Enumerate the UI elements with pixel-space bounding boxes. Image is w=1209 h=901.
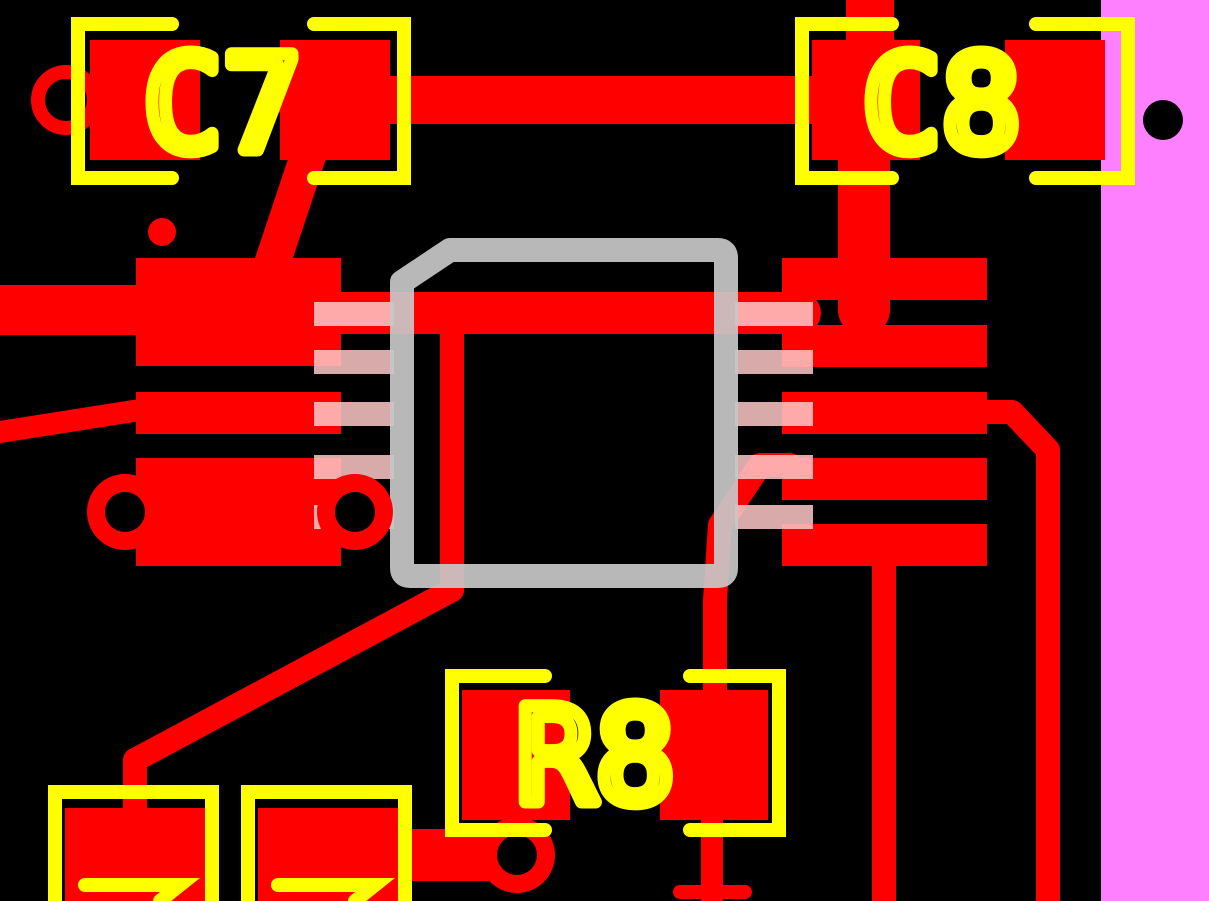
drill-edge-right xyxy=(1143,100,1183,140)
pad-c7-1[interactable] xyxy=(90,40,200,160)
pad-right-2[interactable] xyxy=(782,325,987,367)
drill-left-lower xyxy=(105,492,145,532)
pad-left-3[interactable] xyxy=(136,458,341,566)
silk-bottom-label-1 xyxy=(78,878,200,901)
board-edge-strip xyxy=(1101,0,1209,901)
pad-right-5[interactable] xyxy=(782,524,987,566)
trace-left-thin[interactable] xyxy=(0,399,151,443)
pad-r8-2[interactable] xyxy=(660,690,768,820)
pad-right-1[interactable] xyxy=(782,258,987,300)
silk-c7-right xyxy=(307,17,411,185)
ic-pin-right-4 xyxy=(735,455,813,479)
designator-c7: C7 xyxy=(143,28,302,182)
pad-c8-1[interactable] xyxy=(812,40,920,160)
ic-pin-right-5 xyxy=(735,505,813,529)
pad-left-1[interactable] xyxy=(136,258,341,366)
designator-c8: C8 xyxy=(862,28,1021,182)
via-c7-left[interactable] xyxy=(31,65,101,135)
silk-c8-right xyxy=(1029,17,1135,185)
ic-pin-right-2 xyxy=(735,350,813,374)
pad-right-4[interactable] xyxy=(782,458,987,500)
ic-pin-right-3 xyxy=(735,402,813,426)
pad-r8-1[interactable] xyxy=(462,690,570,820)
designator-r8: R8 xyxy=(516,680,675,834)
ic-body-outline[interactable] xyxy=(390,238,738,588)
copper-pads xyxy=(65,40,1105,901)
silk-bottom-2 xyxy=(241,785,412,901)
ic-pin-right-1 xyxy=(735,302,813,326)
trace-diag-bottom-left[interactable] xyxy=(123,578,464,842)
drill-mid-lower xyxy=(335,492,375,532)
trace-c7-diag[interactable] xyxy=(252,132,328,288)
ic-pin-left-3 xyxy=(314,402,394,426)
silk-c8-left xyxy=(795,17,899,185)
silk-r8-left xyxy=(445,669,552,837)
silk-bottom-label-2 xyxy=(271,878,395,901)
silk-c7-left xyxy=(71,17,179,185)
drill-bottom xyxy=(497,835,537,875)
pad-left-2[interactable] xyxy=(136,392,341,434)
ic-pin-left-1 xyxy=(314,302,394,326)
silk-bottom-1 xyxy=(48,785,219,901)
pad-c7-2[interactable] xyxy=(280,40,390,160)
designators: C7 C8 R8 xyxy=(137,22,1028,841)
pad-right-3[interactable] xyxy=(782,392,987,434)
pad-c8-2[interactable] xyxy=(1005,40,1105,160)
silkscreen-outlines xyxy=(48,17,1135,901)
via-small[interactable] xyxy=(148,218,176,246)
ic-pin-left-2 xyxy=(314,350,394,374)
silk-r8-right xyxy=(683,669,786,837)
